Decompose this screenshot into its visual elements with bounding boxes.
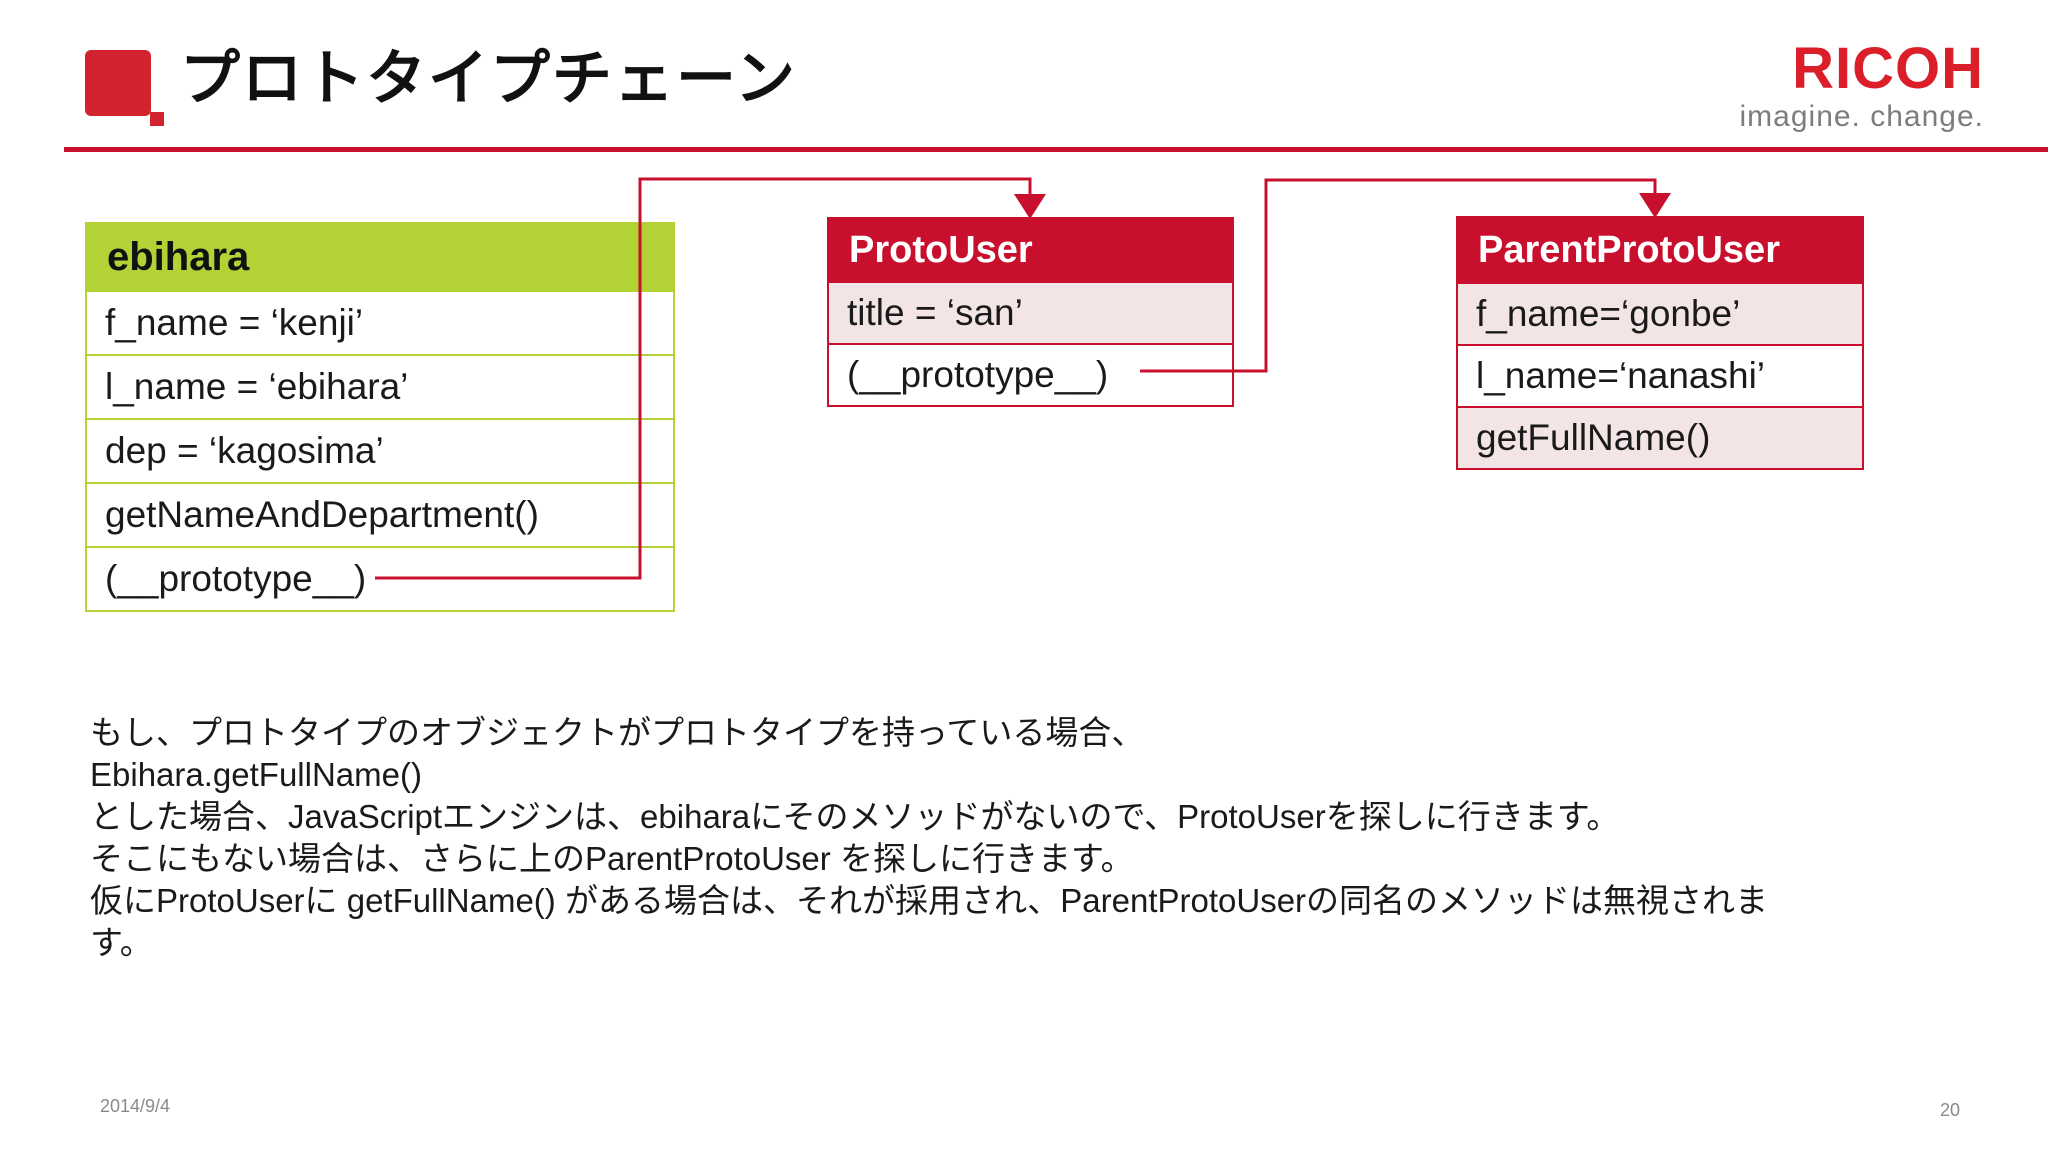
- box-row-prototype: (__prototype__): [87, 546, 673, 610]
- arrowhead-protouser: [1014, 194, 1046, 219]
- page-title: プロトタイプチェーン: [180, 45, 797, 112]
- box-row-title: title = ‘san’: [829, 281, 1232, 343]
- body-line-6: す。: [90, 924, 153, 961]
- box-row-dep: dep = ‘kagosima’: [87, 418, 673, 482]
- body-line-4: そこにもない場合は、さらに上のParentProtoUser を探しに行きます。: [90, 840, 1134, 877]
- body-line-5: 仮にProtoUserに getFullName() がある場合は、それが採用さ…: [90, 882, 1769, 919]
- footer-date: 2014/9/4: [100, 1096, 171, 1116]
- footer-page-number: 20: [1939, 1100, 1960, 1120]
- body-line-3: とした場合、JavaScriptエンジンは、ebiharaにそのメソッドがないの…: [90, 798, 1620, 835]
- ricoh-logo-wordmark: RICOH: [1792, 36, 1984, 101]
- title-underline: [64, 147, 2048, 152]
- object-box-protouser: ProtoUser title = ‘san’ (__prototype__): [827, 217, 1234, 407]
- box-row-l-name: l_name=‘nanashi’: [1458, 344, 1862, 406]
- title-bullet-sub-icon: [150, 112, 164, 126]
- box-row-l-name: l_name = ‘ebihara’: [87, 354, 673, 418]
- box-header-protouser: ProtoUser: [829, 219, 1232, 281]
- object-box-ebihara: ebihara f_name = ‘kenji’ l_name = ‘ebiha…: [85, 222, 675, 612]
- box-row-getnameanddepartment: getNameAndDepartment(): [87, 482, 673, 546]
- box-row-f-name: f_name = ‘kenji’: [87, 290, 673, 354]
- ricoh-logo-tagline: imagine. change.: [1739, 100, 1984, 133]
- body-line-2: Ebihara.getFullName(): [90, 756, 422, 793]
- title-bullet-icon: [85, 50, 151, 116]
- box-row-prototype: (__prototype__): [829, 343, 1232, 405]
- box-header-parentprotouser: ParentProtoUser: [1458, 218, 1862, 282]
- body-line-1: もし、プロトタイプのオブジェクトがプロトタイプを持っている場合、: [90, 714, 1145, 751]
- object-box-parentprotouser: ParentProtoUser f_name=‘gonbe’ l_name=‘n…: [1456, 216, 1864, 470]
- box-header-ebihara: ebihara: [87, 224, 673, 290]
- arrowhead-parentprotouser: [1639, 193, 1671, 218]
- box-row-getfullname: getFullName(): [1458, 406, 1862, 468]
- ricoh-logo: RICOH imagine. change.: [1740, 40, 1985, 134]
- box-row-f-name: f_name=‘gonbe’: [1458, 282, 1862, 344]
